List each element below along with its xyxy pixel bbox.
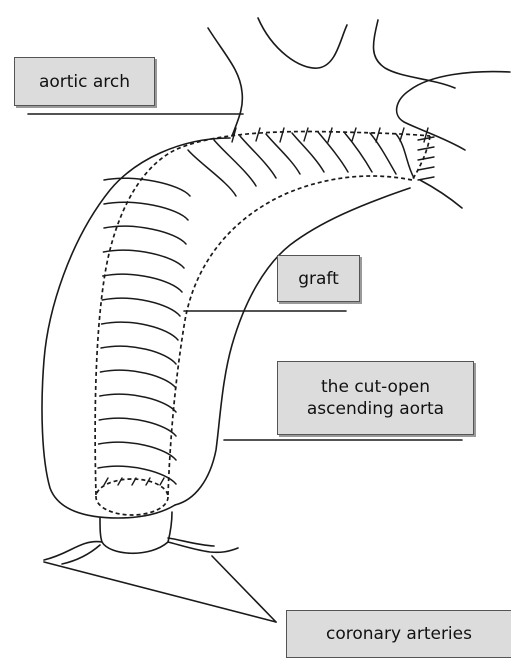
branch-vessel-right-loop (397, 72, 510, 150)
suture-stitch (418, 157, 434, 160)
graft-rib (318, 132, 348, 172)
graft-rib (100, 370, 176, 388)
suture-stitch (160, 478, 164, 485)
suture-stitch (418, 167, 434, 170)
graft-rib (103, 250, 184, 268)
graft-rib (344, 132, 372, 172)
graft-rib (396, 134, 414, 178)
suture-stitch (328, 128, 332, 142)
graft-rib (99, 418, 176, 436)
graft-label: graft (277, 255, 360, 302)
aorta-outer-left (42, 138, 230, 518)
coronary-artery-right (168, 542, 238, 552)
branch-vessel-middle (258, 18, 347, 68)
aorta-outer-right (175, 188, 410, 505)
graft-rib (100, 394, 176, 412)
branch-vessel-right-upper (374, 20, 455, 88)
leader-coronary-right (212, 556, 276, 622)
suture-stitch (418, 177, 434, 180)
graft-rib (104, 202, 188, 220)
aortic-arch-label: aortic arch (14, 57, 155, 106)
coronary-artery-left-2 (62, 545, 100, 564)
distal-aorta-lower (420, 180, 462, 208)
graft-outline-inner (168, 176, 412, 495)
graft-rib (98, 466, 176, 484)
aortic-root-left (100, 518, 102, 542)
suture-stitch (352, 128, 356, 141)
leader-coronary-left (44, 562, 276, 622)
branch-vessel-left (208, 28, 242, 136)
graft-rib (102, 322, 178, 340)
suture-stitch (256, 128, 260, 141)
suture-stitch (304, 128, 308, 141)
suture-stitch (132, 478, 136, 485)
graft-rib (188, 150, 236, 196)
graft-rib (370, 133, 396, 174)
graft-rib (292, 133, 324, 172)
graft-rib (99, 442, 176, 460)
graft-rib (102, 298, 180, 316)
graft-rib (101, 346, 176, 364)
graft-rib (104, 178, 190, 196)
aortic-root-base (102, 542, 168, 553)
suture-stitch (280, 128, 284, 142)
coronary-artery-right-2 (168, 538, 214, 546)
suture-stitch (376, 128, 380, 142)
graft-rib (103, 274, 182, 292)
cut-open-aorta-label: the cut-open ascending aorta (277, 361, 474, 435)
coronary-arteries-label: coronary arteries (286, 610, 511, 658)
suture-stitch (118, 478, 122, 485)
graft-rib (266, 134, 300, 174)
